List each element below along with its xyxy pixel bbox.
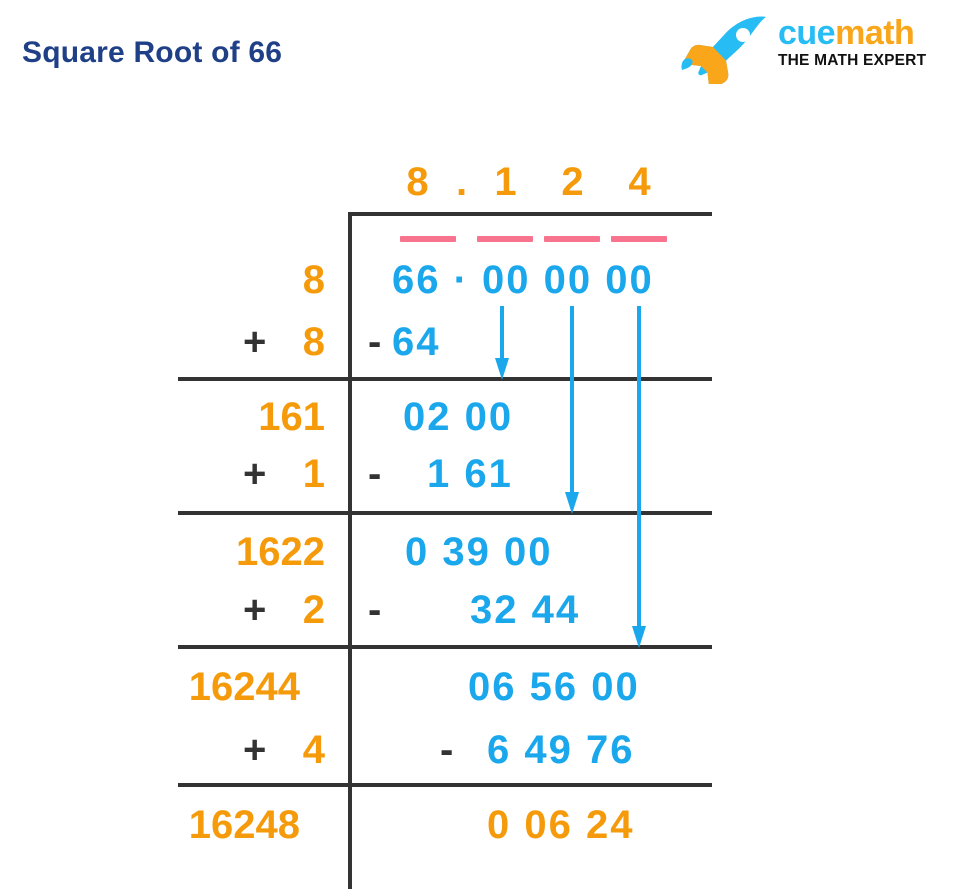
step-2-product: 1 61	[427, 452, 513, 496]
step-1-add-value: 8	[302, 320, 325, 364]
wordmark-cue: cue	[778, 14, 836, 52]
step-3-product: 32 44	[470, 588, 581, 632]
step-4-minus-sign: -	[440, 728, 454, 772]
step-1-divisor: 8	[302, 258, 325, 302]
brand-tagline: THE MATH EXPERT	[778, 52, 927, 69]
step-4-add-value: 4	[302, 728, 325, 772]
division-top-bar	[348, 212, 712, 216]
step-2-plus-sign: +	[243, 452, 267, 496]
step-1-plus-sign: +	[243, 320, 267, 364]
dividend: 66 · 00 00 00	[392, 258, 654, 302]
step-rule-4	[178, 783, 712, 787]
bring-down-arrow-2	[565, 306, 579, 514]
step-4-divisor: 16244	[188, 665, 300, 709]
step-3-divisor: 1622	[236, 530, 325, 574]
vinculum-bar-2	[477, 236, 533, 242]
rocket-icon	[681, 16, 766, 84]
quotient-row: 8 . 1 2 4	[348, 160, 712, 208]
quotient-digit-3: 2	[561, 160, 585, 204]
step-2-divisor: 161	[258, 395, 325, 439]
step-1-product: 64	[392, 320, 441, 364]
quotient-decimal-point: .	[455, 160, 469, 204]
vinculum-bar-3	[544, 236, 600, 242]
brand-wordmark: cuemath THE MATH EXPERT	[778, 14, 940, 70]
step-2-add-value: 1	[302, 452, 325, 496]
step-rule-3	[178, 645, 712, 649]
final-remainder: 0 06 24	[487, 803, 635, 847]
step-2-minus-sign: -	[368, 452, 382, 496]
wordmark-text: cuemath	[778, 14, 940, 52]
final-divisor: 16248	[188, 803, 300, 847]
step-2-bring-down: 02 00	[403, 395, 514, 439]
quotient-digit-4: 4	[628, 160, 652, 204]
bring-down-arrow-1	[495, 306, 509, 380]
step-3-minus-sign: -	[368, 588, 382, 632]
step-rule-2	[178, 511, 712, 515]
step-4-plus-sign: +	[243, 728, 267, 772]
wordmark-math: math	[835, 14, 915, 52]
step-3-add-value: 2	[302, 588, 325, 632]
bring-down-arrow-3	[632, 306, 646, 648]
step-3-plus-sign: +	[243, 588, 267, 632]
step-4-product: 6 49 76	[487, 728, 635, 772]
quotient-digit-2: 1	[494, 160, 518, 204]
step-1-minus-sign: -	[368, 320, 382, 364]
step-4-bring-down: 06 56 00	[468, 665, 640, 709]
quotient-digit-1: 8	[406, 160, 430, 204]
vinculum-bar-4	[611, 236, 667, 242]
division-vertical-bar	[348, 212, 352, 889]
step-rule-1	[178, 377, 712, 381]
brand-logo: cuemath THE MATH EXPERT	[672, 12, 942, 88]
vinculum-bar-1	[400, 236, 456, 242]
step-3-bring-down: 0 39 00	[405, 530, 553, 574]
page-title: Square Root of 66	[22, 36, 283, 69]
